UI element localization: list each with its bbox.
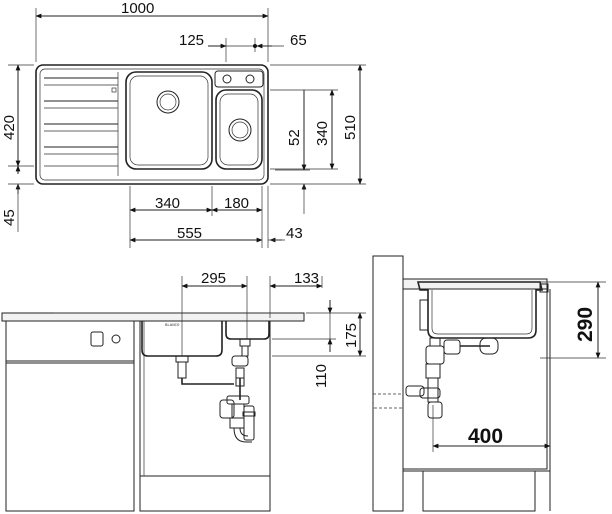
small-bowl-110-label: 110 [313,364,330,388]
offset-45-label: 45 [1,209,18,226]
height-290-label: 290 [574,307,597,342]
brand-plate-label: BLANCO [165,324,180,328]
small-bowl-drain [228,118,252,142]
dishwasher-panel-icon [90,331,104,347]
main-bowl [125,71,213,170]
front-small-bowl [225,321,270,340]
depth-510-label: 510 [342,115,359,140]
tap-hole-icon [222,74,232,84]
width-1000-label: 1000 [121,0,154,17]
side-bowl-section [416,281,544,339]
wall [372,255,404,512]
drainer-ribs [44,72,119,176]
offset-52-label: 52 [286,129,303,146]
offset-133-label: 133 [294,270,319,287]
top-view: 1000 125 65 510 340 52 420 [1,0,366,248]
side-view: 290 400 [372,255,606,512]
sink-outline [35,64,269,185]
depth-340-label: 340 [314,121,331,146]
small-bowl [215,89,263,170]
drainer-420-label: 420 [1,115,18,140]
tap-hole-icon-2 [245,74,255,84]
offset-43-label: 43 [286,225,303,242]
depth-400-label: 400 [468,425,503,448]
side-cabinet [402,288,548,470]
side-overflow-icon [539,283,549,293]
offset-125-label: 125 [179,32,204,49]
worktop [1,312,305,322]
sink-cabinet [139,320,271,512]
bowl-340-label: 340 [155,195,180,212]
span-555-label: 555 [177,225,202,242]
side-siphon [405,337,499,419]
bowl-spacing-295-label: 295 [201,270,226,287]
siphon-trap [175,338,256,443]
front-view: BLANCO 295 133 [1,270,366,512]
bowl-depth-175-label: 175 [343,323,360,348]
dishwasher [5,320,135,512]
bowl-180-label: 180 [224,195,249,212]
offset-65-label: 65 [290,32,307,49]
side-worktop [402,278,548,290]
main-bowl-drain [156,90,180,114]
